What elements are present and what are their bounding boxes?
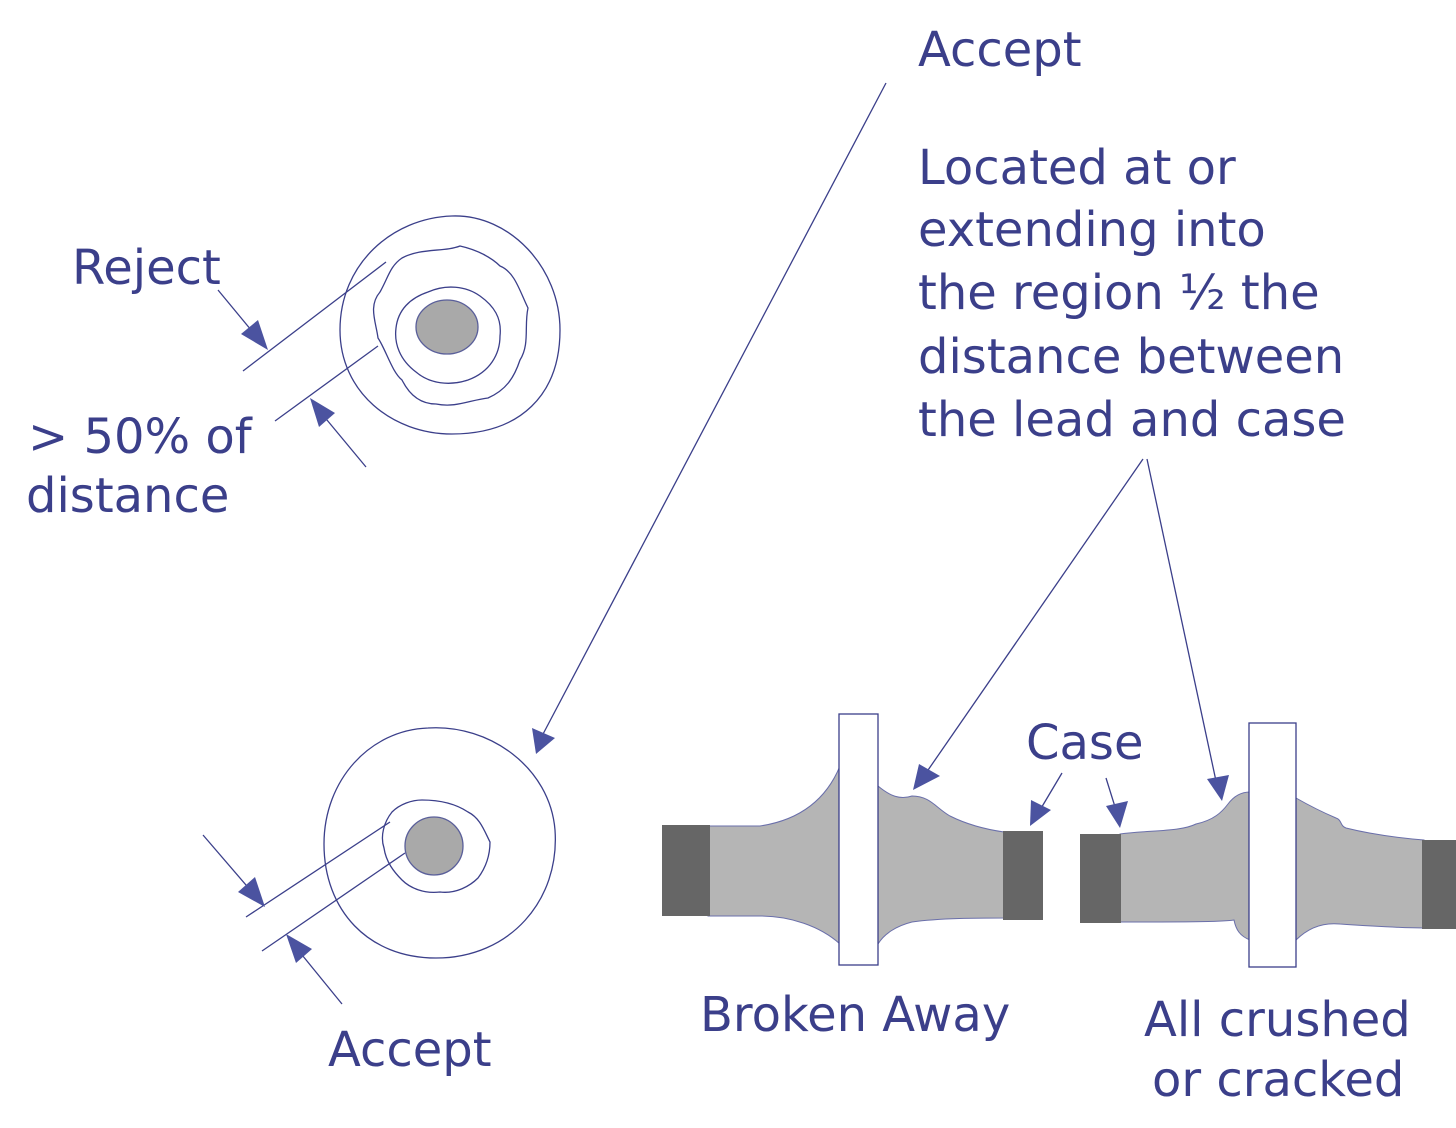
- crushed-case-right: [1422, 840, 1456, 929]
- located-arrowhead-right-icon: [1207, 775, 1229, 801]
- broken-away-component: [662, 713, 1043, 966]
- reject-cross-section: [217, 215, 561, 468]
- reject-crack-zone: [372, 245, 529, 406]
- percent-label-line-1: > 50% of: [28, 409, 253, 465]
- broken-away-board: [838, 713, 879, 966]
- reject-extension-line-1: [242, 261, 387, 372]
- case-leaders: [1030, 772, 1128, 828]
- accept-arrowhead-bottom-icon: [286, 934, 312, 963]
- reject-arrowhead-icon: [241, 320, 268, 350]
- located-text-line-1: Located at or: [918, 140, 1236, 196]
- accept-bottom-label: Accept: [328, 1022, 492, 1078]
- located-leaders: [913, 458, 1229, 801]
- crushed-label-line-1: All crushed: [1144, 992, 1411, 1048]
- case-label: Case: [1026, 715, 1143, 771]
- accept-arrowhead-top-icon: [238, 877, 265, 907]
- case-arrowhead-left-icon: [1030, 800, 1051, 826]
- accept-top-leader: [532, 82, 887, 754]
- broken-away-left-fillet: [707, 765, 841, 946]
- crushed-right-fillet: [1295, 797, 1425, 942]
- accept-crack-zone: [381, 799, 491, 894]
- broken-away-right-fillet: [877, 784, 1005, 946]
- accept-extension-line-2: [261, 852, 406, 952]
- crushed-left-fillet: [1119, 791, 1251, 941]
- broken-away-case-left: [662, 825, 710, 916]
- reject-extension-line-2: [274, 345, 379, 422]
- located-text-line-3: the region ½ the: [918, 265, 1320, 321]
- percent-label-line-2: distance: [26, 468, 229, 524]
- crushed-board: [1248, 722, 1297, 968]
- located-text-line-4: distance between: [918, 329, 1344, 385]
- crushed-label-line-2: or cracked: [1152, 1052, 1404, 1108]
- broken-away-case-right: [1003, 831, 1043, 920]
- accept-top-arrowhead-icon: [532, 728, 555, 754]
- accept-leader-top: [202, 834, 253, 893]
- reject-outer-outline: [339, 215, 561, 435]
- crushed-component: [1080, 722, 1456, 968]
- accept-outer-outline: [323, 727, 556, 959]
- located-text-line-2: extending into: [918, 202, 1266, 258]
- percent-leader: [321, 413, 367, 468]
- accept-cross-section: [202, 727, 556, 1005]
- reject-lead: [415, 299, 479, 355]
- accept-leader-bottom: [297, 949, 343, 1005]
- reject-inner-ring: [394, 286, 501, 384]
- located-arrowhead-left-icon: [913, 764, 940, 790]
- accept-lead: [404, 816, 464, 876]
- accept-extension-line-1: [245, 821, 391, 918]
- percent-arrowhead-icon: [310, 398, 335, 427]
- located-text-line-5: the lead and case: [918, 392, 1346, 448]
- broken-away-label: Broken Away: [700, 987, 1010, 1043]
- case-arrowhead-right-icon: [1106, 801, 1128, 828]
- reject-label: Reject: [72, 240, 221, 296]
- accept-top-label: Accept: [918, 22, 1082, 78]
- crushed-case-left: [1080, 834, 1121, 923]
